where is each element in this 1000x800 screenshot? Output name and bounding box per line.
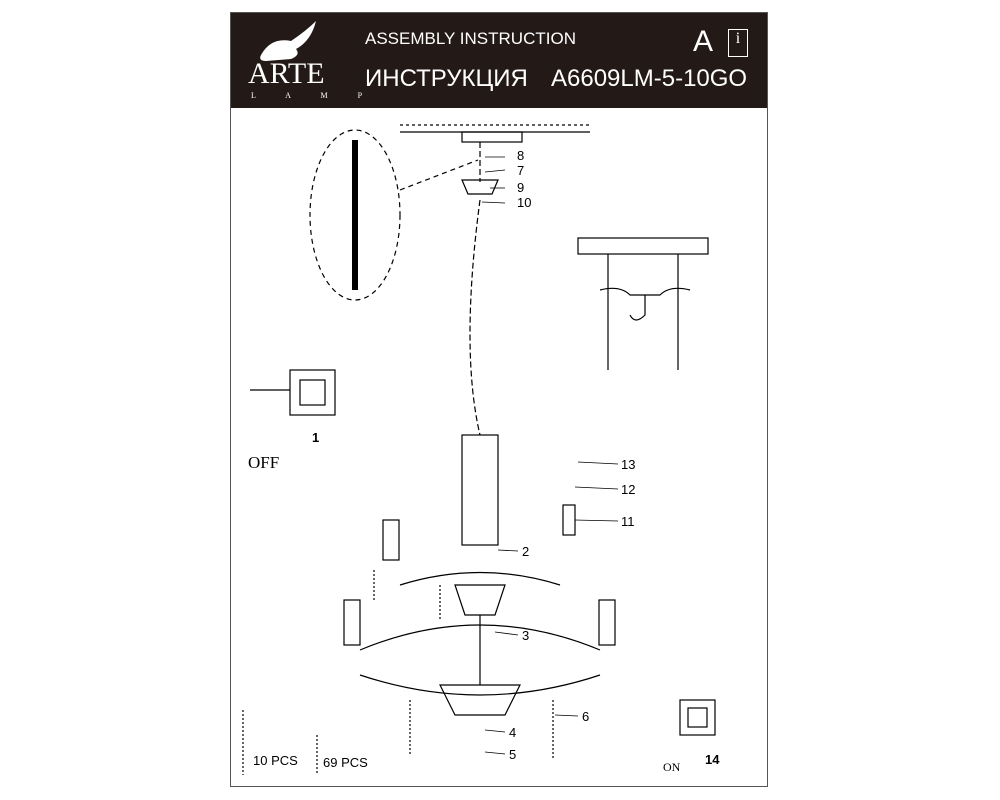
label-on: ON [663, 760, 681, 774]
label-2: 2 [522, 544, 530, 559]
body [439, 434, 521, 716]
brand-name: ARTE [248, 57, 325, 90]
ceiling-hatch [400, 124, 590, 143]
label-8: 8 [517, 148, 525, 163]
switch-on [679, 699, 716, 736]
label-6: 6 [582, 709, 590, 724]
label-11: 11 [621, 514, 635, 529]
leader-lines [481, 156, 619, 755]
label-7: 7 [517, 163, 525, 178]
crystal-drops [242, 570, 554, 775]
label-12: 12 [621, 482, 636, 497]
letter-a: A [693, 25, 714, 58]
label-3: 3 [522, 628, 530, 643]
title-en: ASSEMBLY INSTRUCTION [365, 29, 576, 48]
arms [359, 571, 601, 696]
label-14: 14 [705, 752, 720, 767]
label-13: 13 [621, 457, 636, 472]
info-book-icon: i [728, 29, 748, 57]
model-number: A6609LM-5-10GO [551, 65, 748, 92]
label-off: OFF [248, 453, 280, 472]
label-5: 5 [509, 747, 517, 762]
griffin-logo-icon [260, 21, 316, 61]
label-10: 10 [517, 195, 532, 210]
label-69-pcs: 69 PCS [323, 755, 368, 770]
wire-detail-callout [309, 129, 479, 301]
label-4: 4 [509, 725, 517, 740]
switch-off [250, 369, 336, 416]
label-1: 1 [312, 430, 320, 445]
title-ru: ИНСТРУКЦИЯ [365, 65, 528, 92]
label-10-pcs: 10 PCS [253, 753, 298, 768]
label-9: 9 [517, 180, 525, 195]
instruction-page [230, 12, 768, 787]
hook-mount-detail [577, 237, 709, 370]
chain [461, 142, 499, 436]
header-banner: ARTE L A M P ASSEMBLY INSTRUCTION ИНСТРУ… [231, 13, 767, 108]
candles [343, 504, 616, 646]
brand-sub: L A M P [251, 91, 377, 100]
